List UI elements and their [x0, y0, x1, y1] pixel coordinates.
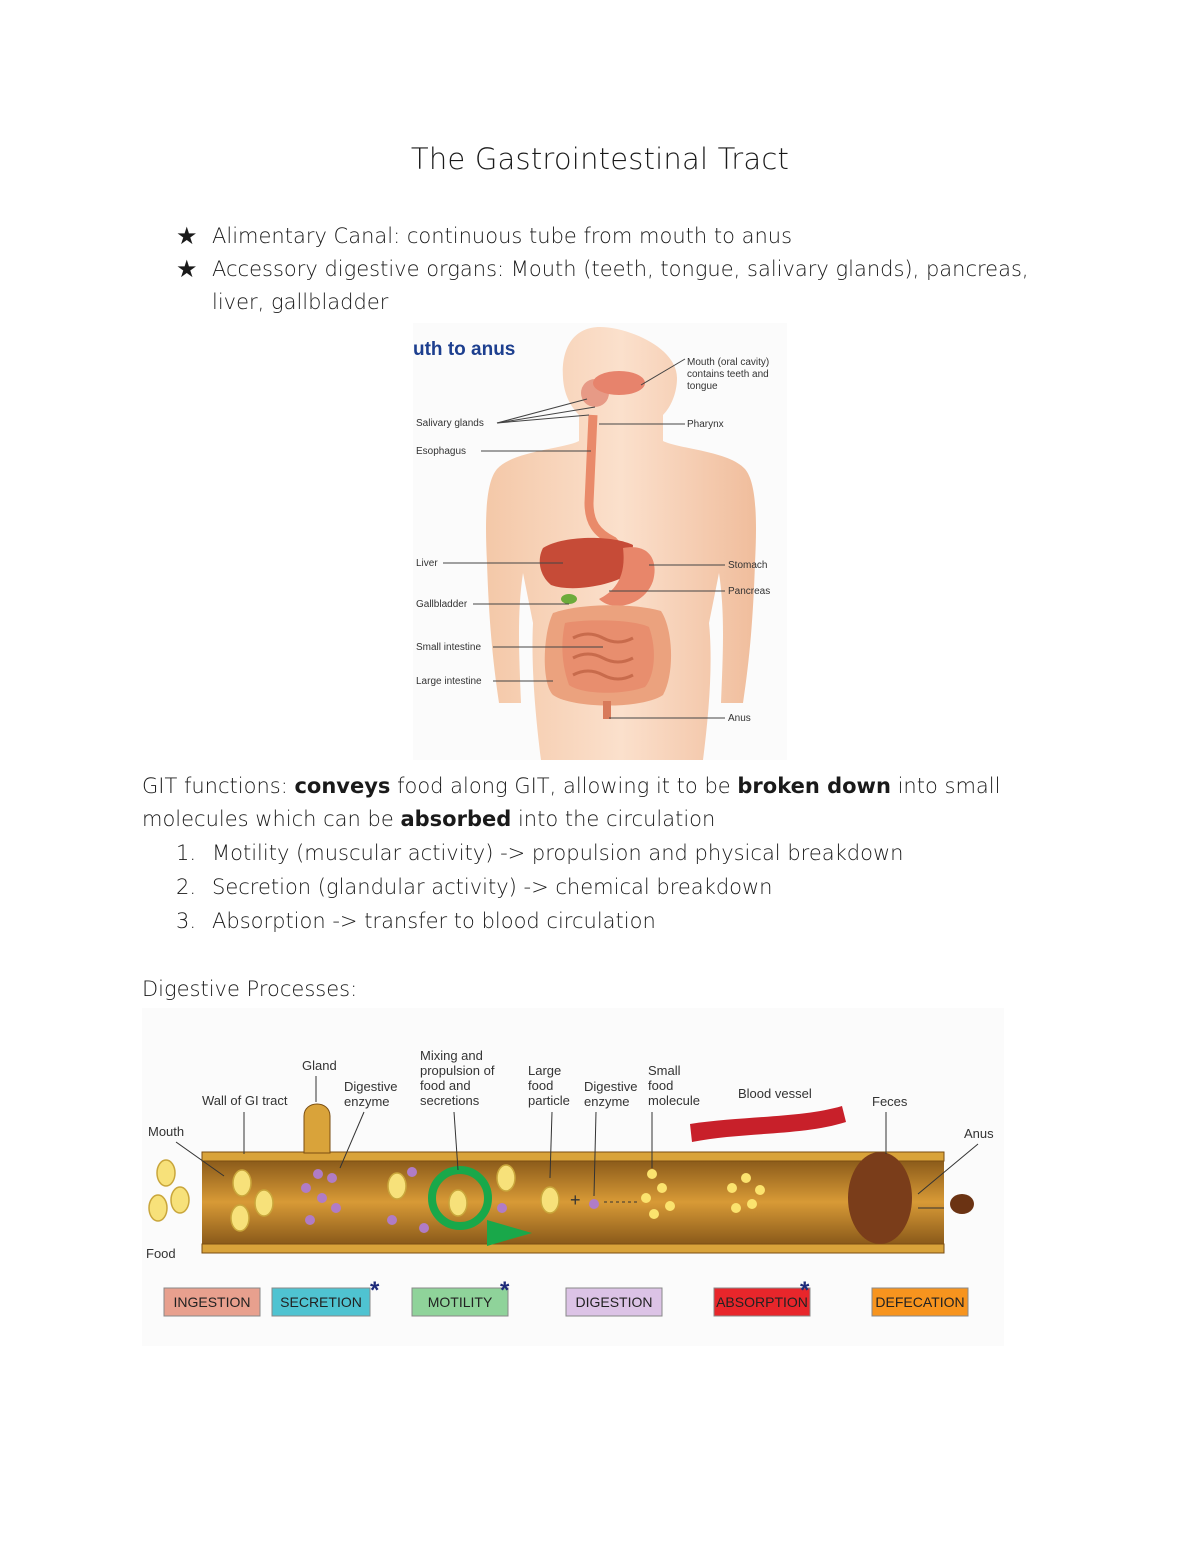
- process-box-motility: [411, 1287, 509, 1317]
- label-gland: Gland: [302, 1058, 337, 1073]
- bullet-list: ★ Alimentary Canal: continuous tube from …: [176, 220, 1076, 319]
- motility-arrow-icon: [428, 1166, 492, 1230]
- label-small-molecule: molecule: [648, 1093, 700, 1108]
- functions-list: 1.Motility (muscular activity) -> propul…: [176, 836, 903, 938]
- label-small-molecule: food: [648, 1078, 673, 1093]
- figure-heading: uth to anus: [413, 339, 515, 360]
- processes-heading: Digestive Processes:: [142, 977, 358, 1001]
- process-label: DIGESTION: [575, 1294, 652, 1310]
- label-large-particle: food: [528, 1078, 553, 1093]
- process-label: ABSORPTION: [716, 1294, 808, 1310]
- digestive-processes-figure: + Mouth Food Wall of GI tract Gland Dige…: [142, 1008, 1004, 1346]
- gallbladder-shape: [561, 594, 577, 604]
- label-esophagus: Esophagus: [416, 446, 466, 457]
- label-feces: Feces: [872, 1094, 908, 1109]
- process-label: MOTILITY: [428, 1294, 493, 1310]
- label-anus: Anus: [728, 713, 751, 724]
- label-enzyme: enzyme: [584, 1094, 630, 1109]
- label-large-intestine: Large intestine: [416, 676, 482, 687]
- process-label: DEFECATION: [875, 1294, 964, 1310]
- star-icon: ★: [176, 255, 198, 283]
- list-item: 3.Absorption -> transfer to blood circul…: [176, 909, 656, 933]
- star-marker: *: [500, 1277, 510, 1304]
- bullet-item: ★ Alimentary Canal: continuous tube from …: [176, 220, 1076, 253]
- functions-paragraph: GIT functions: conveys food along GIT, a…: [142, 774, 1001, 831]
- feces-shape: [848, 1152, 912, 1244]
- process-box-digestion: [565, 1287, 663, 1317]
- list-item: 1.Motility (muscular activity) -> propul…: [176, 841, 904, 865]
- process-box-defecation: [871, 1287, 969, 1317]
- label-wall: Wall of GI tract: [202, 1093, 288, 1108]
- process-legend: INGESTION SECRETION * MOTILITY * DIGESTI…: [163, 1277, 969, 1317]
- label-pharynx: Pharynx: [687, 419, 724, 430]
- label-enzyme: Digestive: [584, 1079, 637, 1094]
- digestive-system-figure: uth to anus Mouth (oral cavity) contains…: [413, 323, 787, 760]
- process-label: INGESTION: [173, 1294, 250, 1310]
- gi-tract-tube: [202, 1160, 944, 1244]
- liver-shape: [539, 537, 633, 589]
- star-icon: ★: [176, 222, 198, 250]
- label-anus: Anus: [964, 1126, 994, 1141]
- label-stomach: Stomach: [728, 560, 767, 571]
- label-pancreas: Pancreas: [728, 586, 770, 597]
- label-large-particle: particle: [528, 1093, 570, 1108]
- star-marker: *: [370, 1277, 380, 1304]
- label-mixing: propulsion of: [420, 1063, 495, 1078]
- blood-vessel-shape: [690, 1106, 846, 1142]
- label-small-intestine: Small intestine: [416, 642, 481, 653]
- process-box-absorption: [713, 1287, 811, 1317]
- svg-text:+: +: [570, 1190, 581, 1210]
- process-box-ingestion: [163, 1287, 261, 1317]
- label-mixing: Mixing and: [420, 1048, 483, 1063]
- label-enzyme: Digestive: [344, 1079, 397, 1094]
- label-enzyme: enzyme: [344, 1094, 390, 1109]
- label-mouth: tongue: [687, 381, 718, 392]
- bullet-item: ★ Accessory digestive organs: Mouth (teet…: [176, 253, 1076, 319]
- label-mixing: secretions: [420, 1093, 480, 1108]
- label-liver: Liver: [416, 558, 438, 569]
- label-large-particle: Large: [528, 1063, 561, 1078]
- bullet-text: Accessory digestive organs: Mouth (teeth…: [212, 257, 1029, 314]
- label-mouth: Mouth (oral cavity): [687, 357, 769, 368]
- gland-shape: [303, 1103, 331, 1154]
- label-mixing: food and: [420, 1078, 471, 1093]
- bullet-text: Alimentary Canal: continuous tube from m…: [212, 224, 793, 248]
- label-mouth: contains teeth and: [687, 369, 769, 380]
- process-label: SECRETION: [280, 1294, 362, 1310]
- process-box-secretion: [271, 1287, 371, 1317]
- list-item: 2.Secretion (glandular activity) -> chem…: [176, 875, 773, 899]
- label-gallbladder: Gallbladder: [416, 599, 468, 610]
- page-title: The Gastrointestinal Tract: [410, 142, 790, 176]
- star-marker: *: [800, 1277, 810, 1304]
- label-mouth: Mouth: [148, 1124, 184, 1139]
- label-salivary-glands: Salivary glands: [416, 418, 484, 429]
- label-small-molecule: Small: [648, 1063, 681, 1078]
- label-food: Food: [146, 1246, 176, 1261]
- label-blood-vessel: Blood vessel: [738, 1086, 812, 1101]
